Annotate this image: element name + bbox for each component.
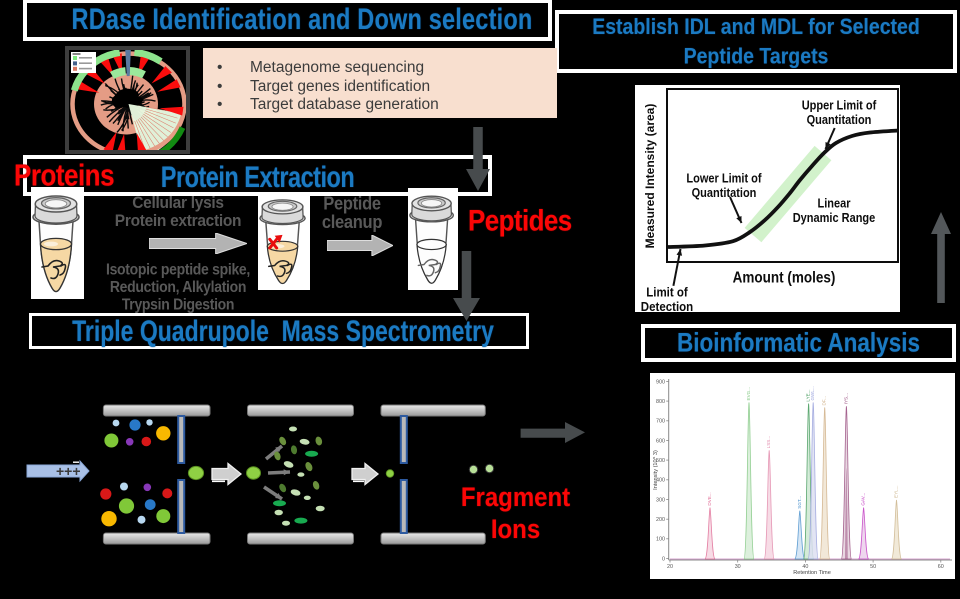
svg-text:20: 20 bbox=[667, 564, 673, 570]
svg-text:LYE...: LYE... bbox=[806, 389, 811, 401]
svg-text:Retention Time: Retention Time bbox=[793, 570, 831, 576]
svg-text:GWL...: GWL... bbox=[810, 386, 815, 400]
svg-text:EYL...: EYL... bbox=[894, 485, 899, 498]
svg-text:800: 800 bbox=[656, 399, 665, 405]
svg-text:300: 300 bbox=[656, 497, 665, 503]
svg-text:900: 900 bbox=[656, 379, 665, 385]
svg-text:40: 40 bbox=[802, 564, 808, 570]
svg-text:50: 50 bbox=[870, 564, 876, 570]
svg-text:IYS...: IYS... bbox=[843, 393, 848, 404]
svg-text:500: 500 bbox=[656, 458, 665, 464]
svg-text:EVG...: EVG... bbox=[746, 387, 751, 401]
svg-text:SGT...: SGT... bbox=[797, 496, 802, 509]
svg-text:30: 30 bbox=[735, 564, 741, 570]
svg-text:DF...: DF... bbox=[822, 396, 827, 405]
svg-text:400: 400 bbox=[656, 478, 665, 484]
svg-text:Intensity (10^ 3): Intensity (10^ 3) bbox=[653, 450, 659, 490]
svg-text:100: 100 bbox=[656, 537, 665, 543]
svg-text:700: 700 bbox=[656, 419, 665, 425]
svg-text:+++: +++ bbox=[56, 463, 81, 479]
svg-text:LSS...: LSS... bbox=[766, 436, 771, 449]
svg-text:600: 600 bbox=[656, 438, 665, 444]
svg-text:200: 200 bbox=[656, 517, 665, 523]
svg-text:60: 60 bbox=[938, 564, 944, 570]
svg-text:GAV...: GAV... bbox=[861, 493, 866, 506]
svg-text:0: 0 bbox=[662, 556, 665, 562]
svg-text:DVE...: DVE... bbox=[707, 492, 712, 505]
